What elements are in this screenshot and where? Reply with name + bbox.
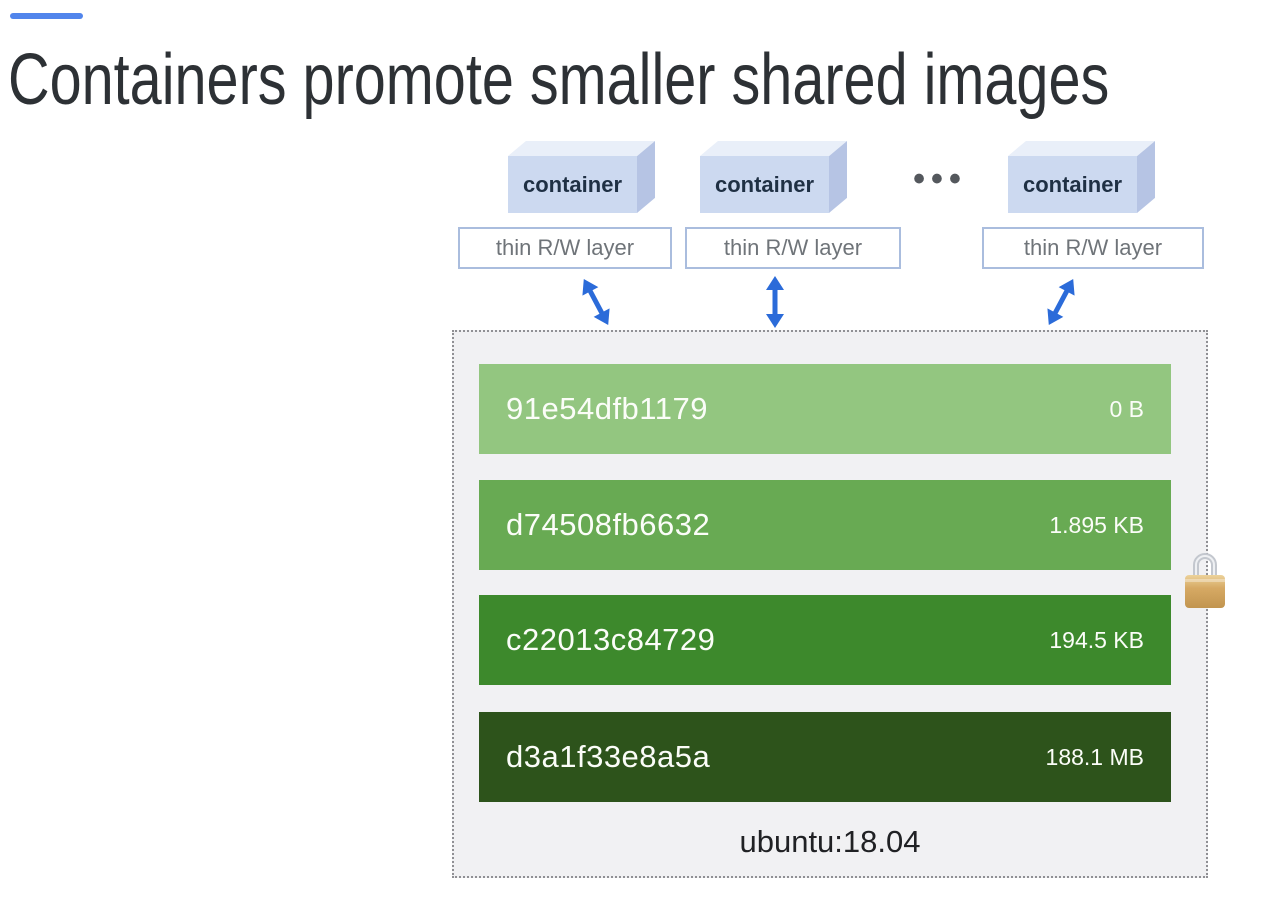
image-caption: ubuntu:18.04	[739, 824, 921, 859]
image-layer-row: c22013c84729 194.5 KB	[479, 595, 1171, 685]
image-stack-panel: 91e54dfb1179 0 B d74508fb6632 1.895 KB c…	[452, 330, 1208, 878]
layer-size: 1.895 KB	[1049, 511, 1144, 538]
container-box-side-face	[1137, 141, 1155, 213]
rw-layer-box: thin R/W layer	[458, 227, 672, 269]
lock-icon	[1185, 553, 1225, 608]
accent-bar	[10, 13, 83, 19]
layer-id: d74508fb6632	[506, 507, 711, 542]
layer-size: 194.5 KB	[1049, 626, 1144, 653]
container-box-top-face	[700, 141, 847, 156]
container-box-top-face	[508, 141, 655, 156]
layer-id: d3a1f33e8a5a	[506, 739, 711, 774]
rw-layer-label: thin R/W layer	[495, 235, 635, 260]
container-box: container	[1008, 141, 1156, 213]
rw-layer-box: thin R/W layer	[685, 227, 901, 269]
rw-layer-box: thin R/W layer	[982, 227, 1204, 269]
layer-id: 91e54dfb1179	[506, 391, 708, 426]
container-box: container	[700, 141, 848, 213]
container-box-top-face	[1008, 141, 1155, 156]
image-layer-row: 91e54dfb1179 0 B	[479, 364, 1171, 454]
container-box: container	[508, 141, 656, 213]
page-title: Containers promote smaller shared images	[8, 40, 1110, 120]
container-label: container	[1008, 156, 1137, 213]
image-layer-row: d74508fb6632 1.895 KB	[479, 480, 1171, 570]
container-box-side-face	[637, 141, 655, 213]
container-box-side-face	[829, 141, 847, 213]
double-arrow-icon	[1047, 279, 1075, 325]
double-arrow-icon	[766, 276, 784, 328]
rw-layer-label: thin R/W layer	[723, 235, 863, 260]
layer-id: c22013c84729	[506, 622, 716, 657]
image-layer-row: d3a1f33e8a5a 188.1 MB	[479, 712, 1171, 802]
container-label: container	[700, 156, 829, 213]
container-label: container	[508, 156, 637, 213]
layer-size: 188.1 MB	[1045, 743, 1144, 770]
double-arrow-icon	[582, 279, 610, 325]
rw-layer-label: thin R/W layer	[1023, 235, 1163, 260]
ellipsis-icon: •••	[913, 160, 967, 198]
layer-size: 0 B	[1109, 395, 1144, 422]
